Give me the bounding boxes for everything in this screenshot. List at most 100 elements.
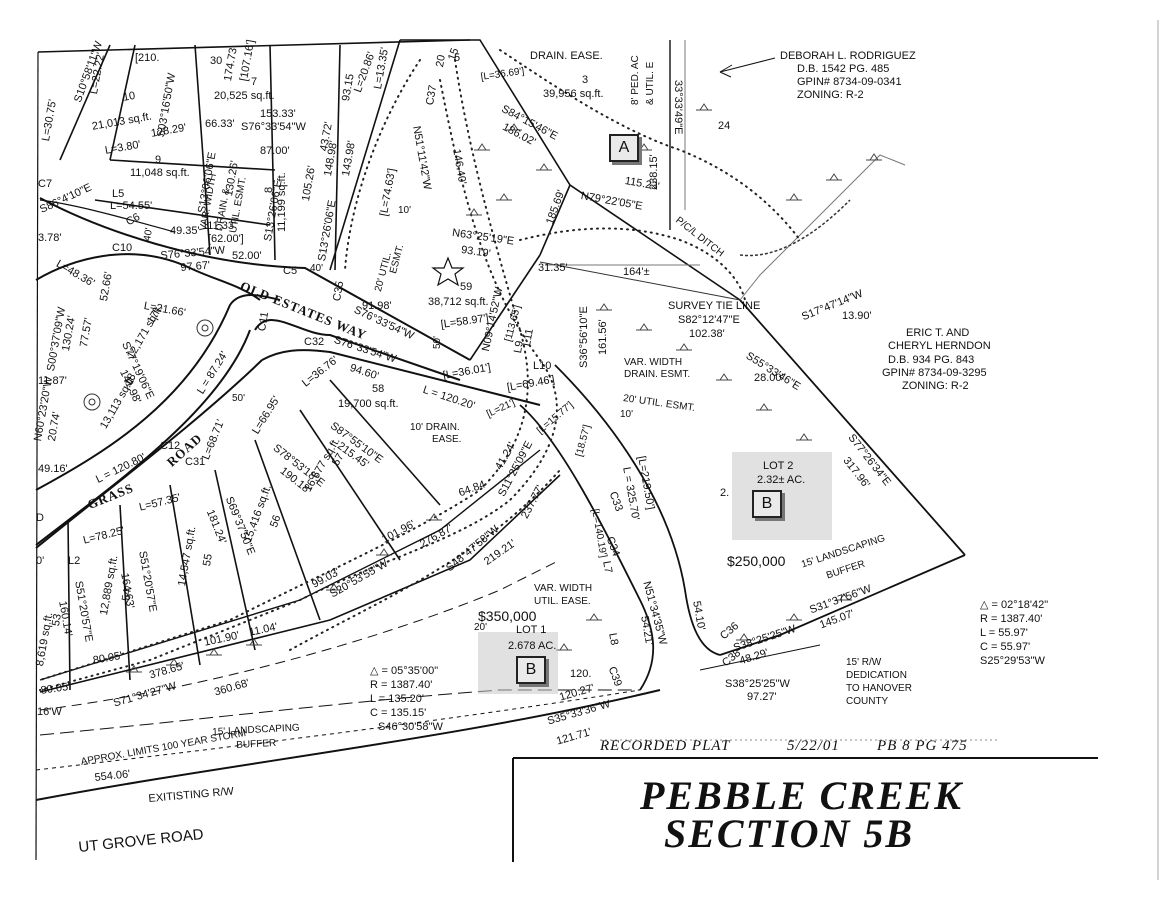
owner-herndon-zoning: ZONING: R-2	[902, 380, 969, 392]
note-ped-ease: 8' PED. AC	[630, 55, 641, 105]
recorded-plat-label: RECORDED PLAT	[600, 738, 731, 754]
lot2-small: 2.	[720, 487, 730, 499]
owner-rodriguez-name: DEBORAH L. RODRIGUEZ	[780, 50, 916, 62]
parcel-58: 58	[372, 383, 385, 395]
owner-herndon-name1: ERIC T. AND	[906, 327, 970, 339]
note-ten: 10'	[398, 205, 412, 216]
dim: 13.90'	[842, 310, 872, 322]
dim: L2	[68, 555, 81, 567]
lot2-marker: B	[752, 490, 782, 518]
dim: [62.00']	[208, 233, 244, 245]
dim: 49.35'	[170, 225, 200, 237]
parcel-3-area: 39,956 sq.ft.	[543, 88, 604, 100]
lot1-price: $350,000	[478, 608, 537, 624]
curve-label: C12	[160, 440, 181, 452]
dim: S38°25'25"W	[725, 678, 790, 690]
dim: 111.33'	[202, 220, 237, 232]
curve-label: C10	[112, 242, 133, 254]
curve-right-l: L = 55.97'	[980, 627, 1028, 639]
recorded-plat-book: PB 8 PG 475	[877, 738, 968, 754]
note-drain-esmt-2: DRAIN. ESMT.	[624, 369, 691, 380]
parcel-9-area: 11,048 sq.ft.	[130, 167, 190, 179]
curve-label: C7	[38, 178, 53, 190]
curve-right-bearing: S25°29'53"W	[980, 655, 1045, 667]
dim: 52.00'	[232, 250, 262, 262]
parcel-59: 59	[460, 281, 473, 293]
dim: 31.35'	[538, 262, 568, 274]
dim: 3.78'	[38, 232, 62, 244]
parcel-7: 7	[251, 76, 258, 88]
curve-left-c: C = 135.15'	[370, 707, 427, 719]
dim: 66.33'	[205, 118, 235, 130]
dim: 49.16'	[38, 463, 68, 475]
dim: [210.	[135, 52, 160, 64]
note-fifty-b: 50'	[232, 393, 246, 404]
parcel-10: 10	[122, 89, 137, 104]
curve-right-r: R = 1387.40'	[980, 613, 1043, 625]
dim: L5	[112, 188, 125, 200]
note-fifty: 50'	[432, 335, 443, 349]
lot2-area: 2.32± AC.	[757, 474, 806, 486]
dim: 33°33'49"E	[672, 80, 684, 135]
lot2-shade	[732, 452, 832, 540]
owner-rodriguez-zoning: ZONING: R-2	[797, 89, 864, 101]
note-var-width-2: VAR. WIDTH	[624, 357, 683, 368]
note-ten-b: 10'	[620, 409, 634, 420]
note-forty: 40'	[142, 227, 156, 242]
star-icon	[431, 256, 465, 287]
curve-label: C31	[185, 456, 206, 468]
dim: S76°33'54"W	[241, 121, 306, 133]
parcel-7-area: 20,525 sq.ft.	[214, 90, 275, 102]
note-rw-dedication-4: COUNTY	[846, 696, 889, 707]
note-survey-tie: SURVEY TIE LINE	[668, 300, 761, 312]
note-forty-b: 40'	[310, 263, 324, 274]
note-var-width-ease-2: UTIL. EASE.	[534, 596, 591, 607]
curve-right-delta: △ = 02°18'42"	[980, 599, 1049, 611]
curve-left-r: R = 1387.40'	[370, 679, 433, 691]
note-ten-drain: 10' DRAIN.	[410, 422, 460, 433]
dim: L=54.55'	[110, 200, 153, 212]
curve-left-delta: △ = 05°35'00"	[370, 665, 439, 677]
curve-label: C32	[304, 336, 325, 348]
parcel-55: 55	[201, 552, 215, 568]
parcel-24: 24	[718, 120, 731, 132]
dim: 164'±	[623, 266, 650, 278]
owner-herndon-gpin: GPIN# 8734-09-3295	[882, 367, 987, 379]
dim: 91.98'	[362, 300, 392, 312]
dim: 161.56'	[597, 319, 609, 355]
note-util-e: & UTIL. E	[645, 61, 656, 105]
plat-title-line1: PEBBLE CREEK	[640, 773, 963, 818]
plat-title-line2: SECTION 5B	[664, 811, 915, 856]
dim: 120.	[570, 668, 592, 680]
note-var-width-ease-1: VAR. WIDTH	[534, 583, 593, 594]
lot2-price: $250,000	[727, 553, 786, 569]
lot1-area: 2.678 AC.	[508, 640, 557, 652]
note-rw-dedication-3: TO HANOVER	[846, 683, 912, 694]
parcel-59-area: 38,712 sq.ft.	[428, 296, 489, 308]
note-ease: EASE.	[432, 434, 462, 445]
dim: 28.00'	[754, 372, 784, 384]
dim: 238.15'	[648, 154, 660, 190]
note-twenty: 20'	[474, 622, 488, 633]
curve-label: C5	[283, 265, 298, 277]
owner-rodriguez-db: D.B. 1542 PG. 485	[797, 63, 890, 75]
dim: D	[36, 512, 44, 524]
owner-herndon-name2: CHERYL HERNDON	[888, 340, 991, 352]
line-label: L7	[600, 560, 615, 575]
lot-a-marker: A	[609, 134, 639, 162]
note-drain-ease: DRAIN. EASE.	[530, 50, 603, 62]
dim: 11.87'	[38, 375, 67, 387]
line-label: L8	[606, 632, 621, 647]
owner-rodriguez-gpin: GPIN# 8734-09-0341	[797, 76, 902, 88]
parcel-58-area: 19,700 sq.ft.	[338, 398, 399, 410]
note-survey-dist: 102.38'	[689, 328, 725, 340]
lot1-name: LOT 1	[516, 624, 547, 636]
dim: 16'W	[37, 706, 62, 718]
lot1-marker: B	[516, 656, 546, 684]
dim: 5	[454, 52, 461, 64]
parcel-9: 9	[155, 154, 162, 166]
note-survey-bearing: S82°12'47"E	[678, 314, 740, 326]
owner-herndon-db: D.B. 934 PG. 843	[888, 354, 975, 366]
dim: 87.00'	[260, 145, 290, 157]
